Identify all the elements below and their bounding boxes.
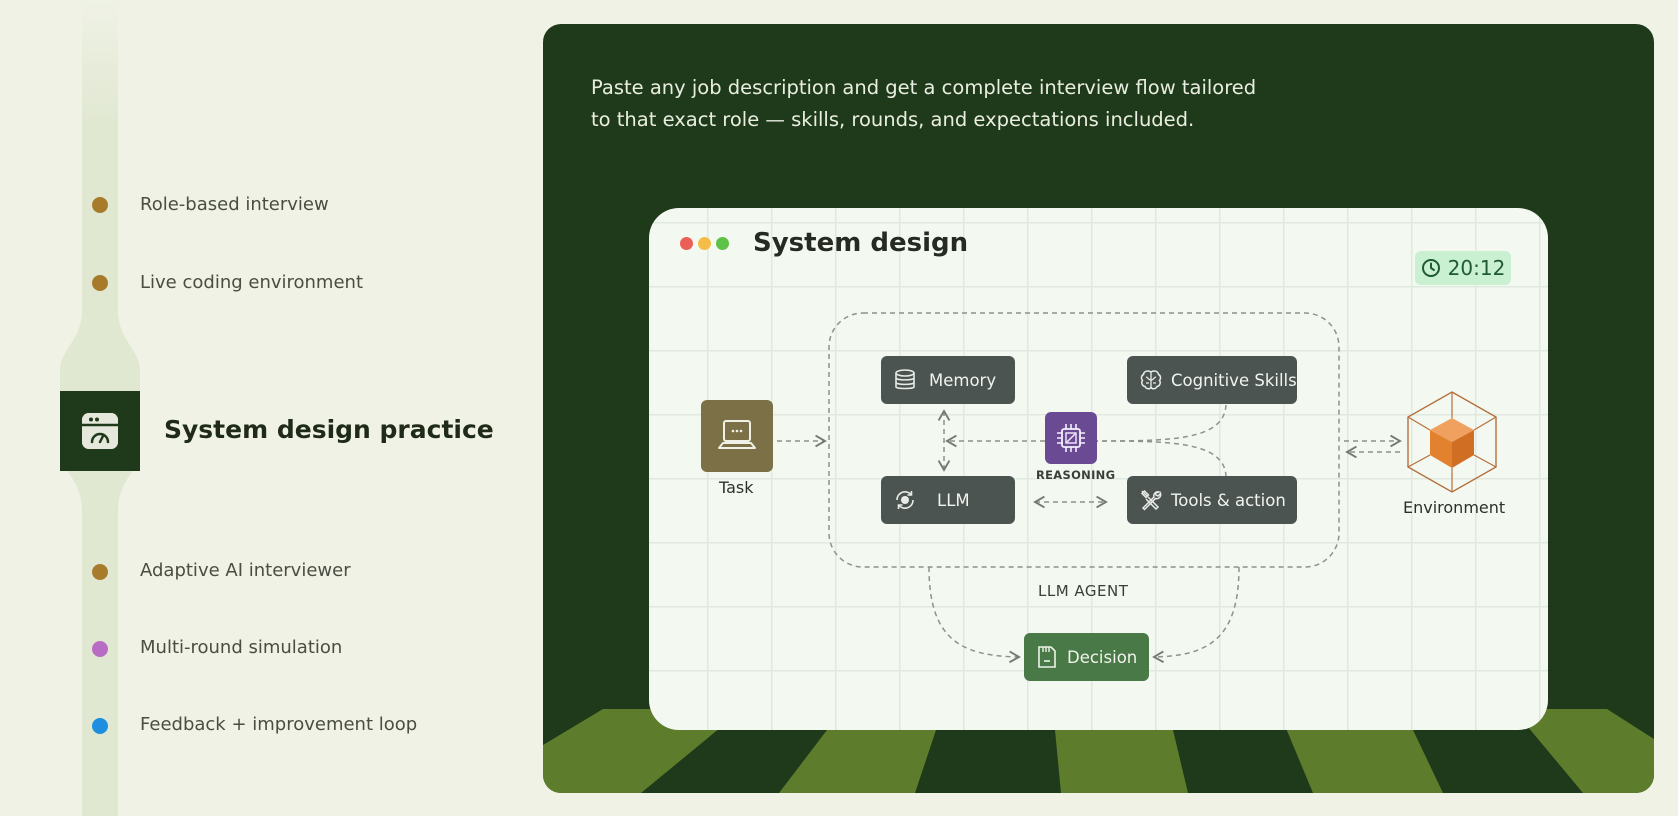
nav-dot [92, 641, 108, 657]
laptop-icon [718, 420, 756, 449]
panel-description: Paste any job description and get a comp… [591, 76, 1257, 131]
task-node[interactable] [701, 400, 773, 472]
gauge-window-icon [82, 413, 118, 449]
nav-dot [92, 275, 108, 291]
timer-text: 20:12 [1447, 256, 1506, 280]
processor-chip-icon [1057, 424, 1085, 452]
nav-label: Adaptive AI interviewer [140, 560, 351, 581]
sync-globe-icon [896, 490, 914, 510]
cube-icon [1407, 391, 1497, 493]
tools-action-node[interactable]: Tools & action [1127, 476, 1297, 524]
cognitive-skills-label: Cognitive Skills [1171, 370, 1297, 390]
memory-node[interactable]: Memory [881, 356, 1015, 404]
nav-dot [92, 564, 108, 580]
tools-action-label: Tools & action [1171, 490, 1286, 510]
nav-label: Role-based interview [140, 194, 329, 215]
llm-label: LLM [937, 490, 970, 510]
feature-panel: Paste any job description and get a comp… [543, 24, 1654, 793]
tools-icon [1140, 489, 1162, 511]
reasoning-label: REASONING [1036, 468, 1116, 482]
floor-stripes [543, 709, 1654, 793]
nav-item-system-design-practice[interactable] [60, 391, 140, 471]
environment-label: Environment [1403, 498, 1506, 517]
database-icon [895, 369, 915, 390]
brain-icon [1140, 370, 1162, 390]
diagram-connectors [777, 312, 1402, 664]
llm-agent-label: LLM AGENT [1038, 582, 1129, 600]
nav-dot [92, 197, 108, 213]
cognitive-skills-node[interactable]: Cognitive Skills [1127, 356, 1297, 404]
nav-label: Live coding environment [140, 272, 364, 293]
task-label: Task [719, 478, 754, 497]
reasoning-node[interactable] [1045, 412, 1097, 464]
window-minimize-dot[interactable] [698, 237, 711, 250]
nav-label: Multi-round simulation [140, 637, 343, 658]
system-design-card: System design 20:12 [649, 208, 1548, 730]
timer-badge: 20:12 [1415, 251, 1511, 285]
memory-label: Memory [929, 370, 997, 390]
clock-icon [1421, 259, 1440, 277]
nav-label: Feedback + improvement loop [140, 714, 418, 735]
window-close-dot[interactable] [680, 237, 693, 250]
llm-node[interactable]: LLM [881, 476, 1015, 524]
window-maximize-dot[interactable] [716, 237, 729, 250]
nav-active-label[interactable]: System design practice [164, 415, 494, 444]
decision-label: Decision [1067, 647, 1138, 667]
decision-node[interactable]: Decision [1024, 633, 1149, 681]
card-title: System design [753, 228, 969, 258]
nav-dot [92, 718, 108, 734]
sd-card-icon [1038, 646, 1056, 668]
